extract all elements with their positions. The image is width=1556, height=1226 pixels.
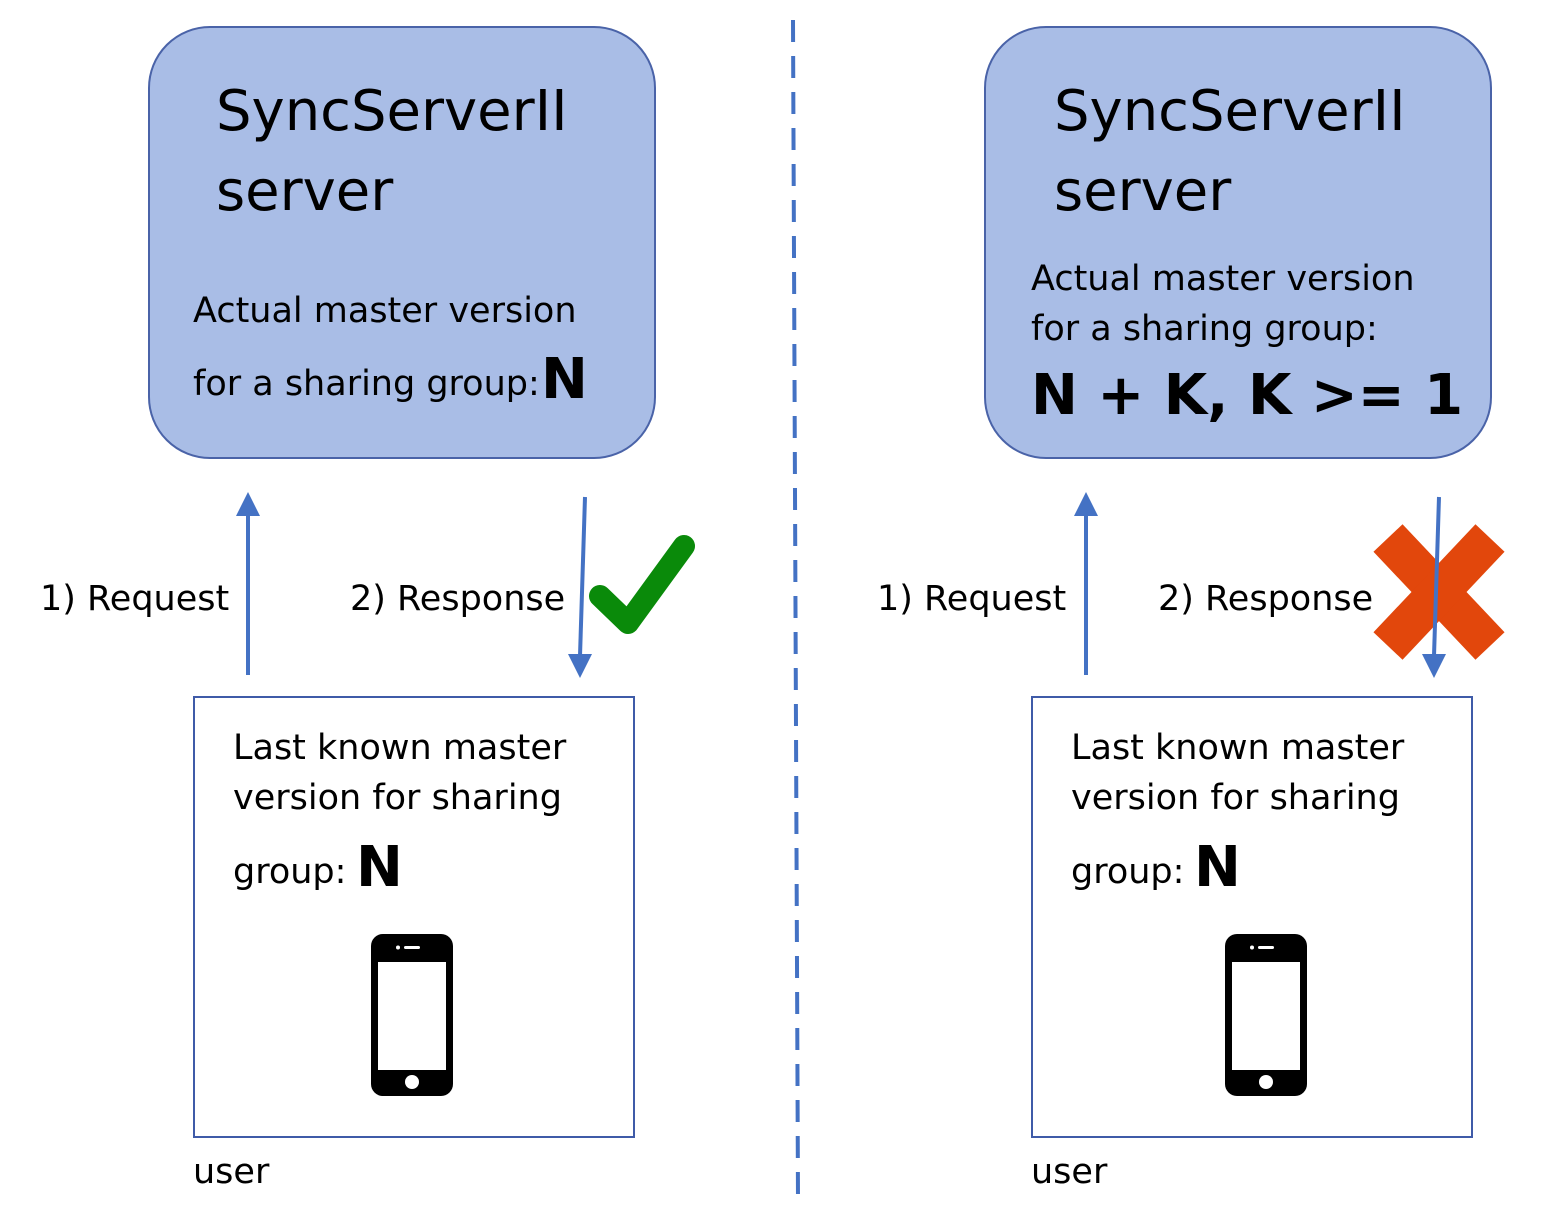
- right-server-version-value: N + K, K >= 1: [1031, 363, 1464, 428]
- right-request-label: 1) Request: [877, 579, 1067, 619]
- right-client-line1: Last known master: [1071, 728, 1405, 768]
- right-client-line2: version for sharing: [1071, 778, 1400, 818]
- left-user-label: user: [193, 1152, 270, 1192]
- right-client-value: N: [1194, 835, 1241, 900]
- right-client-line3: group:: [1071, 852, 1185, 892]
- right-response-arrow: [1422, 496, 1446, 678]
- left-client-line3: group:: [233, 852, 347, 892]
- right-server-title-line2: server: [1054, 159, 1232, 224]
- right-server-version-line2: for a sharing group:: [1031, 309, 1378, 349]
- left-server-version-line1: Actual master version: [193, 291, 577, 331]
- right-user-label: user: [1031, 1152, 1108, 1192]
- right-request-arrow: [1074, 492, 1098, 675]
- left-server-version-value: N: [541, 347, 588, 412]
- left-server-box: [148, 26, 656, 459]
- right-server-version-line1: Actual master version: [1031, 259, 1415, 299]
- left-response-label: 2) Response: [350, 579, 566, 619]
- left-response-arrow: [568, 496, 592, 678]
- right-server-title-line1: SyncServerII: [1054, 79, 1406, 144]
- right-response-label: 2) Response: [1158, 579, 1374, 619]
- left-client-line1: Last known master: [233, 728, 567, 768]
- left-server-title-line1: SyncServerII: [216, 79, 568, 144]
- panel-divider: [791, 19, 800, 1201]
- checkmark-icon: [589, 535, 695, 634]
- cross-icon: [1373, 524, 1505, 660]
- left-client-line2: version for sharing: [233, 778, 562, 818]
- right-server-box: [984, 26, 1492, 459]
- left-server-version-line2: for a sharing group:: [193, 364, 540, 404]
- left-request-arrow: [236, 492, 260, 675]
- left-client-value: N: [356, 835, 403, 900]
- left-server-title-line2: server: [216, 159, 394, 224]
- left-request-label: 1) Request: [40, 579, 230, 619]
